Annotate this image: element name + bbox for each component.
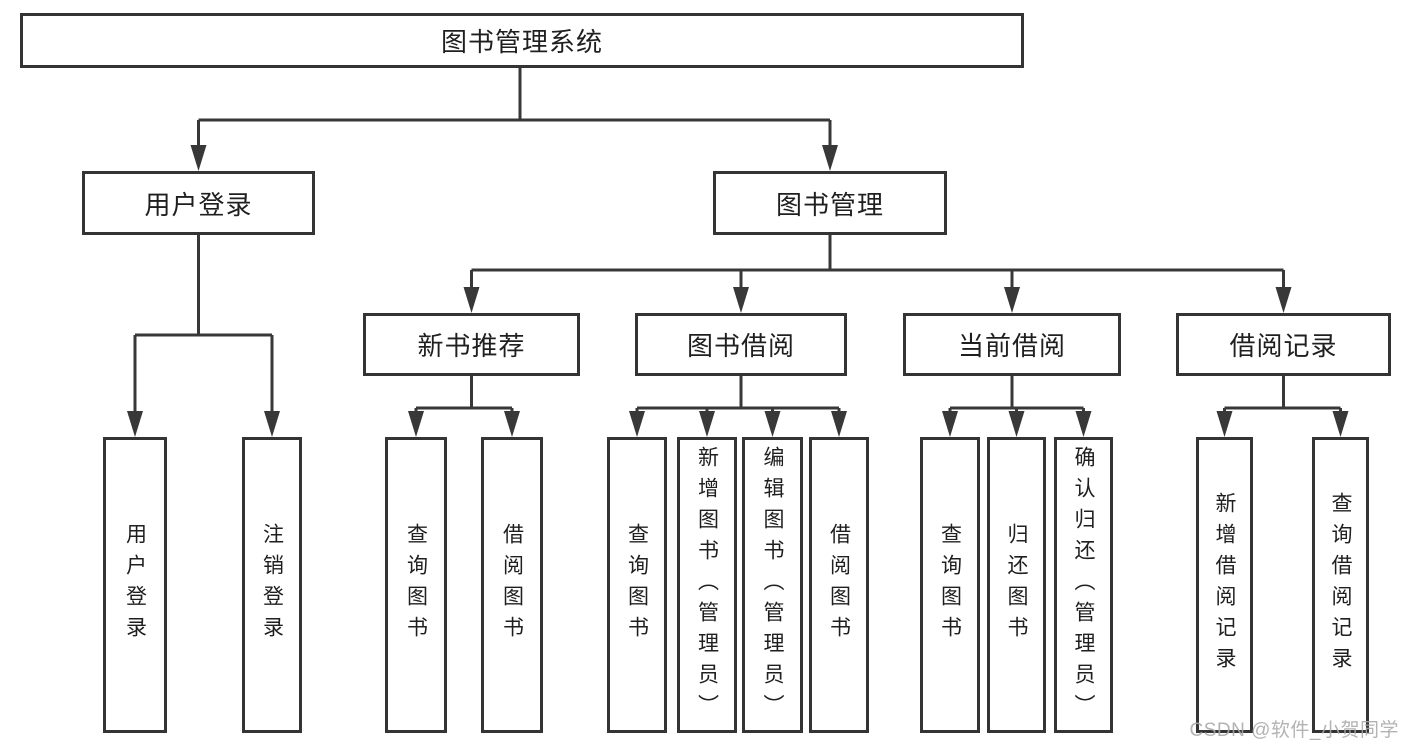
- arrow-down-icon: [822, 145, 838, 171]
- leaf-query-books-borrow: 查询图书: [607, 437, 667, 733]
- arrow-down-icon: [831, 411, 847, 437]
- node-book-borrowing: 图书借阅: [635, 313, 847, 376]
- arrow-down-icon: [1332, 411, 1349, 437]
- leaf-borrow-books: 借阅图书: [809, 437, 869, 733]
- csdn-watermark: CSDN @软件_小贺同学: [1189, 720, 1399, 741]
- connector-book-mgmt-children: [463, 235, 1292, 313]
- arrow-down-icon: [699, 411, 715, 437]
- arrow-down-icon: [629, 411, 645, 437]
- node-book-management: 图书管理: [713, 171, 947, 235]
- arrow-down-icon: [1216, 411, 1233, 437]
- arrow-down-icon: [1004, 287, 1020, 313]
- connector-book-borrow-children: [629, 376, 847, 437]
- node-library-management-system: 图书管理系统: [20, 13, 1024, 68]
- leaf-return-books: 归还图书: [987, 437, 1046, 733]
- arrow-down-icon: [733, 287, 749, 313]
- arrow-down-icon: [1075, 411, 1092, 437]
- node-borrowing-records: 借阅记录: [1176, 313, 1391, 376]
- node-current-borrowing: 当前借阅: [903, 313, 1121, 376]
- leaf-query-borrow-record: 查询借阅记录: [1312, 437, 1369, 733]
- leaf-borrow-books-recommend: 借阅图书: [481, 437, 543, 733]
- connector-borrow-record-children: [1216, 376, 1349, 437]
- leaf-query-books-current: 查询图书: [920, 437, 980, 733]
- arrow-down-icon: [764, 411, 781, 437]
- leaf-query-books-recommend: 查询图书: [385, 437, 447, 733]
- node-user-login: 用户登录: [82, 171, 315, 235]
- leaf-confirm-return-admin: 确认归还（管理员）: [1054, 437, 1113, 733]
- arrow-down-icon: [264, 411, 280, 437]
- arrow-down-icon: [127, 411, 143, 437]
- node-new-book-recommend: 新书推荐: [363, 313, 580, 376]
- leaf-user-login: 用户登录: [103, 437, 167, 733]
- connector-user-login-children: [127, 235, 280, 437]
- connector-current-borrow-children: [942, 376, 1092, 437]
- arrow-down-icon: [942, 411, 958, 437]
- arrow-down-icon: [1275, 287, 1292, 313]
- arrow-down-icon: [408, 411, 424, 437]
- leaf-add-books-admin: 新增图书（管理员）: [677, 437, 737, 733]
- connector-root-to-level2: [190, 68, 838, 171]
- arrow-down-icon: [463, 287, 480, 313]
- arrow-down-icon: [190, 145, 207, 171]
- connector-new-book-children: [408, 376, 520, 437]
- leaf-edit-books-admin: 编辑图书（管理员）: [742, 437, 803, 733]
- arrow-down-icon: [504, 411, 520, 437]
- leaf-add-borrow-record: 新增借阅记录: [1196, 437, 1253, 733]
- arrow-down-icon: [1008, 411, 1025, 437]
- leaf-logout: 注销登录: [242, 437, 302, 733]
